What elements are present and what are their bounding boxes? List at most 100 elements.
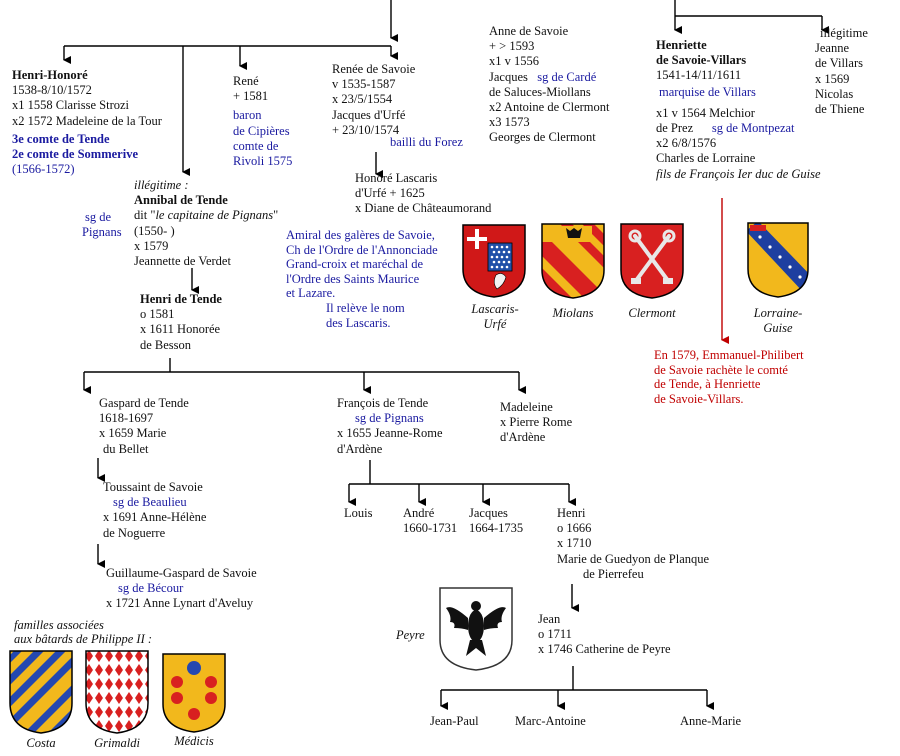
person-spouse: d'Ardène: [337, 441, 383, 456]
person-spouse: Georges de Clermont: [489, 130, 596, 145]
person-spouse: de Thiene: [815, 102, 865, 117]
person-spouse: Charles de Lorraine: [656, 151, 756, 166]
person-marriage: x1 1558 Clarisse Strozi: [12, 98, 130, 113]
person-dates: + > 1593: [489, 39, 535, 54]
person-anne: Anne de Savoie + > 1593 x1 v 1556 Jacque…: [489, 24, 609, 146]
person-name: Henri de Tende: [140, 292, 222, 306]
honore-lascaris-note: Amiral des galères de Savoie, Ch de l'Or…: [286, 228, 438, 330]
person-title: (1566-1572): [12, 162, 75, 177]
associated-families-caption: familles associées aux bâtards de Philip…: [14, 618, 152, 646]
person-marriage: x 1746 Catherine de Peyre: [538, 642, 671, 657]
person-name: Guillaume-Gaspard de Savoie: [106, 566, 257, 580]
person-marriage: x2 6/8/1576: [656, 136, 717, 151]
person-title: de Cipières: [233, 123, 290, 138]
person-nickname: dit ": [134, 208, 156, 223]
person-title: baron: [233, 108, 262, 123]
person-title: 2e comte de Sommerive: [12, 147, 138, 162]
person-dates: 1664-1735: [469, 521, 524, 536]
costa-arms-icon: [8, 649, 74, 735]
person-spouse: Marie de Guedyon de Planque: [557, 551, 710, 566]
person-henri-1666: Henri o 1666 x 1710 Marie de Guedyon de …: [557, 506, 709, 582]
caption-line: familles associées: [14, 618, 104, 632]
lascaris-urfe-arms-icon: [461, 223, 527, 299]
note-1579: En 1579, Emmanuel-Philibert de Savoie ra…: [654, 348, 804, 406]
person-louis: Louis: [344, 506, 372, 521]
person-marriage: x1 v 1556: [489, 54, 539, 69]
person-title: 3e comte de Tende: [12, 131, 110, 146]
person-name: Madeleine: [500, 400, 553, 414]
person-name: René: [233, 74, 259, 88]
person-spouse: du Bellet: [103, 441, 149, 456]
person-dates: o 1711: [538, 627, 572, 642]
note-line: En 1579, Emmanuel-Philibert: [654, 348, 804, 362]
note-line: des Lascaris.: [326, 315, 391, 330]
person-title: sg de Bécour: [118, 581, 184, 596]
person-andre: André 1660-1731: [403, 506, 457, 536]
miolans-arms-icon: [540, 222, 606, 300]
person-jean-paul: Jean-Paul: [430, 714, 479, 728]
person-name: Renée de Savoie: [332, 62, 416, 76]
peyre-label: Peyre: [396, 628, 425, 642]
person-name: Henriette: [656, 38, 707, 52]
person-marriage: x2 1572 Madeleine de la Tour: [12, 113, 162, 128]
person-name: Jeanne: [815, 41, 850, 56]
person-marriage: x Pierre Rome: [500, 415, 573, 430]
note-line: de Savoie rachète le comté: [654, 362, 788, 377]
person-marriage: x 1691 Anne-Hélène: [103, 510, 207, 525]
person-spouse: de Noguerre: [103, 525, 166, 540]
person-dates: + 23/10/1574: [332, 122, 400, 137]
person-spouse: de Besson: [140, 337, 192, 352]
person-title: comte de: [233, 138, 279, 153]
person-anne-marie: Anne-Marie: [680, 714, 742, 728]
person-henri-honore: Henri-Honoré 1538-8/10/1572 x1 1558 Clar…: [12, 68, 162, 177]
person-name: de Villars: [815, 56, 863, 71]
person-name: Henri-Honoré: [12, 68, 88, 82]
person-dates: v 1535-1587: [332, 77, 396, 92]
person-annibal: illégitime : Annibal de Tende dit "le ca…: [134, 178, 278, 269]
arms-label: Lascaris-: [471, 302, 519, 316]
person-dates: 1660-1731: [403, 521, 458, 536]
person-spouse: Jacques d'Urfé: [332, 107, 406, 122]
person-guillaume-gaspard: Guillaume-Gaspard de Savoie sg de Bécour…: [106, 566, 257, 612]
person-jeanne: illégitime Jeanne de Villars x 1569 Nico…: [815, 26, 868, 117]
caption-line: aux bâtards de Philippe II :: [14, 632, 153, 646]
arms-label: Urfé: [483, 317, 507, 331]
person-marriage: x2 Antoine de Clermont: [489, 100, 610, 115]
person-name: François de Tende: [337, 396, 429, 410]
note-line: Grand-croix et maréchal de: [286, 257, 424, 272]
person-nickname: le capitaine de Pignans: [155, 208, 274, 223]
lorraine-guise-arms-icon: [746, 221, 810, 299]
person-marriage: x 23/5/1554: [332, 92, 393, 107]
person-spouse: Nicolas: [815, 86, 854, 101]
clermont-label: Clermont: [628, 306, 676, 320]
arms-label: Lorraine-: [753, 306, 803, 320]
person-spouse: de Saluces-Miollans: [489, 84, 591, 99]
person-name: de Savoie-Villars: [656, 53, 747, 68]
peyre-arms-icon: [438, 586, 514, 672]
person-name: Anne de Savoie: [489, 24, 569, 38]
medicis-arms-icon: [161, 652, 227, 734]
clermont-arms-icon: [619, 222, 685, 300]
person-title: bailli du Forez: [390, 135, 463, 149]
person-name: Annibal de Tende: [134, 193, 228, 208]
person-name: Jacques: [469, 506, 508, 520]
person-marriage: x 1569: [815, 71, 850, 86]
person-gaspard: Gaspard de Tende 1618-1697 x 1659 Marie …: [99, 396, 189, 457]
person-dates: d'Urfé + 1625: [355, 186, 425, 201]
note-line: et Lazare.: [286, 286, 336, 301]
person-spouse: de Prez: [656, 121, 694, 136]
person-renee: Renée de Savoie v 1535-1587 x 23/5/1554 …: [332, 62, 415, 138]
person-marriage: x 1655 Jeanne-Rome: [337, 426, 443, 441]
medicis-label: Médicis: [174, 734, 214, 748]
person-spouse: Jacques: [489, 69, 528, 84]
person-name: Louis: [344, 506, 373, 520]
person-title: sg de Beaulieu: [113, 495, 187, 510]
person-dates: 1541-14/11/1611: [656, 68, 742, 83]
person-title: sg de: [85, 210, 112, 224]
person-dates: + 1581: [233, 89, 269, 104]
miolans-label: Miolans: [552, 306, 594, 320]
person-name: Jean: [538, 612, 561, 626]
person-name: Honoré Lascaris: [355, 171, 438, 185]
person-nickname: ": [273, 208, 279, 223]
person-marriage: x 1710: [557, 536, 592, 551]
